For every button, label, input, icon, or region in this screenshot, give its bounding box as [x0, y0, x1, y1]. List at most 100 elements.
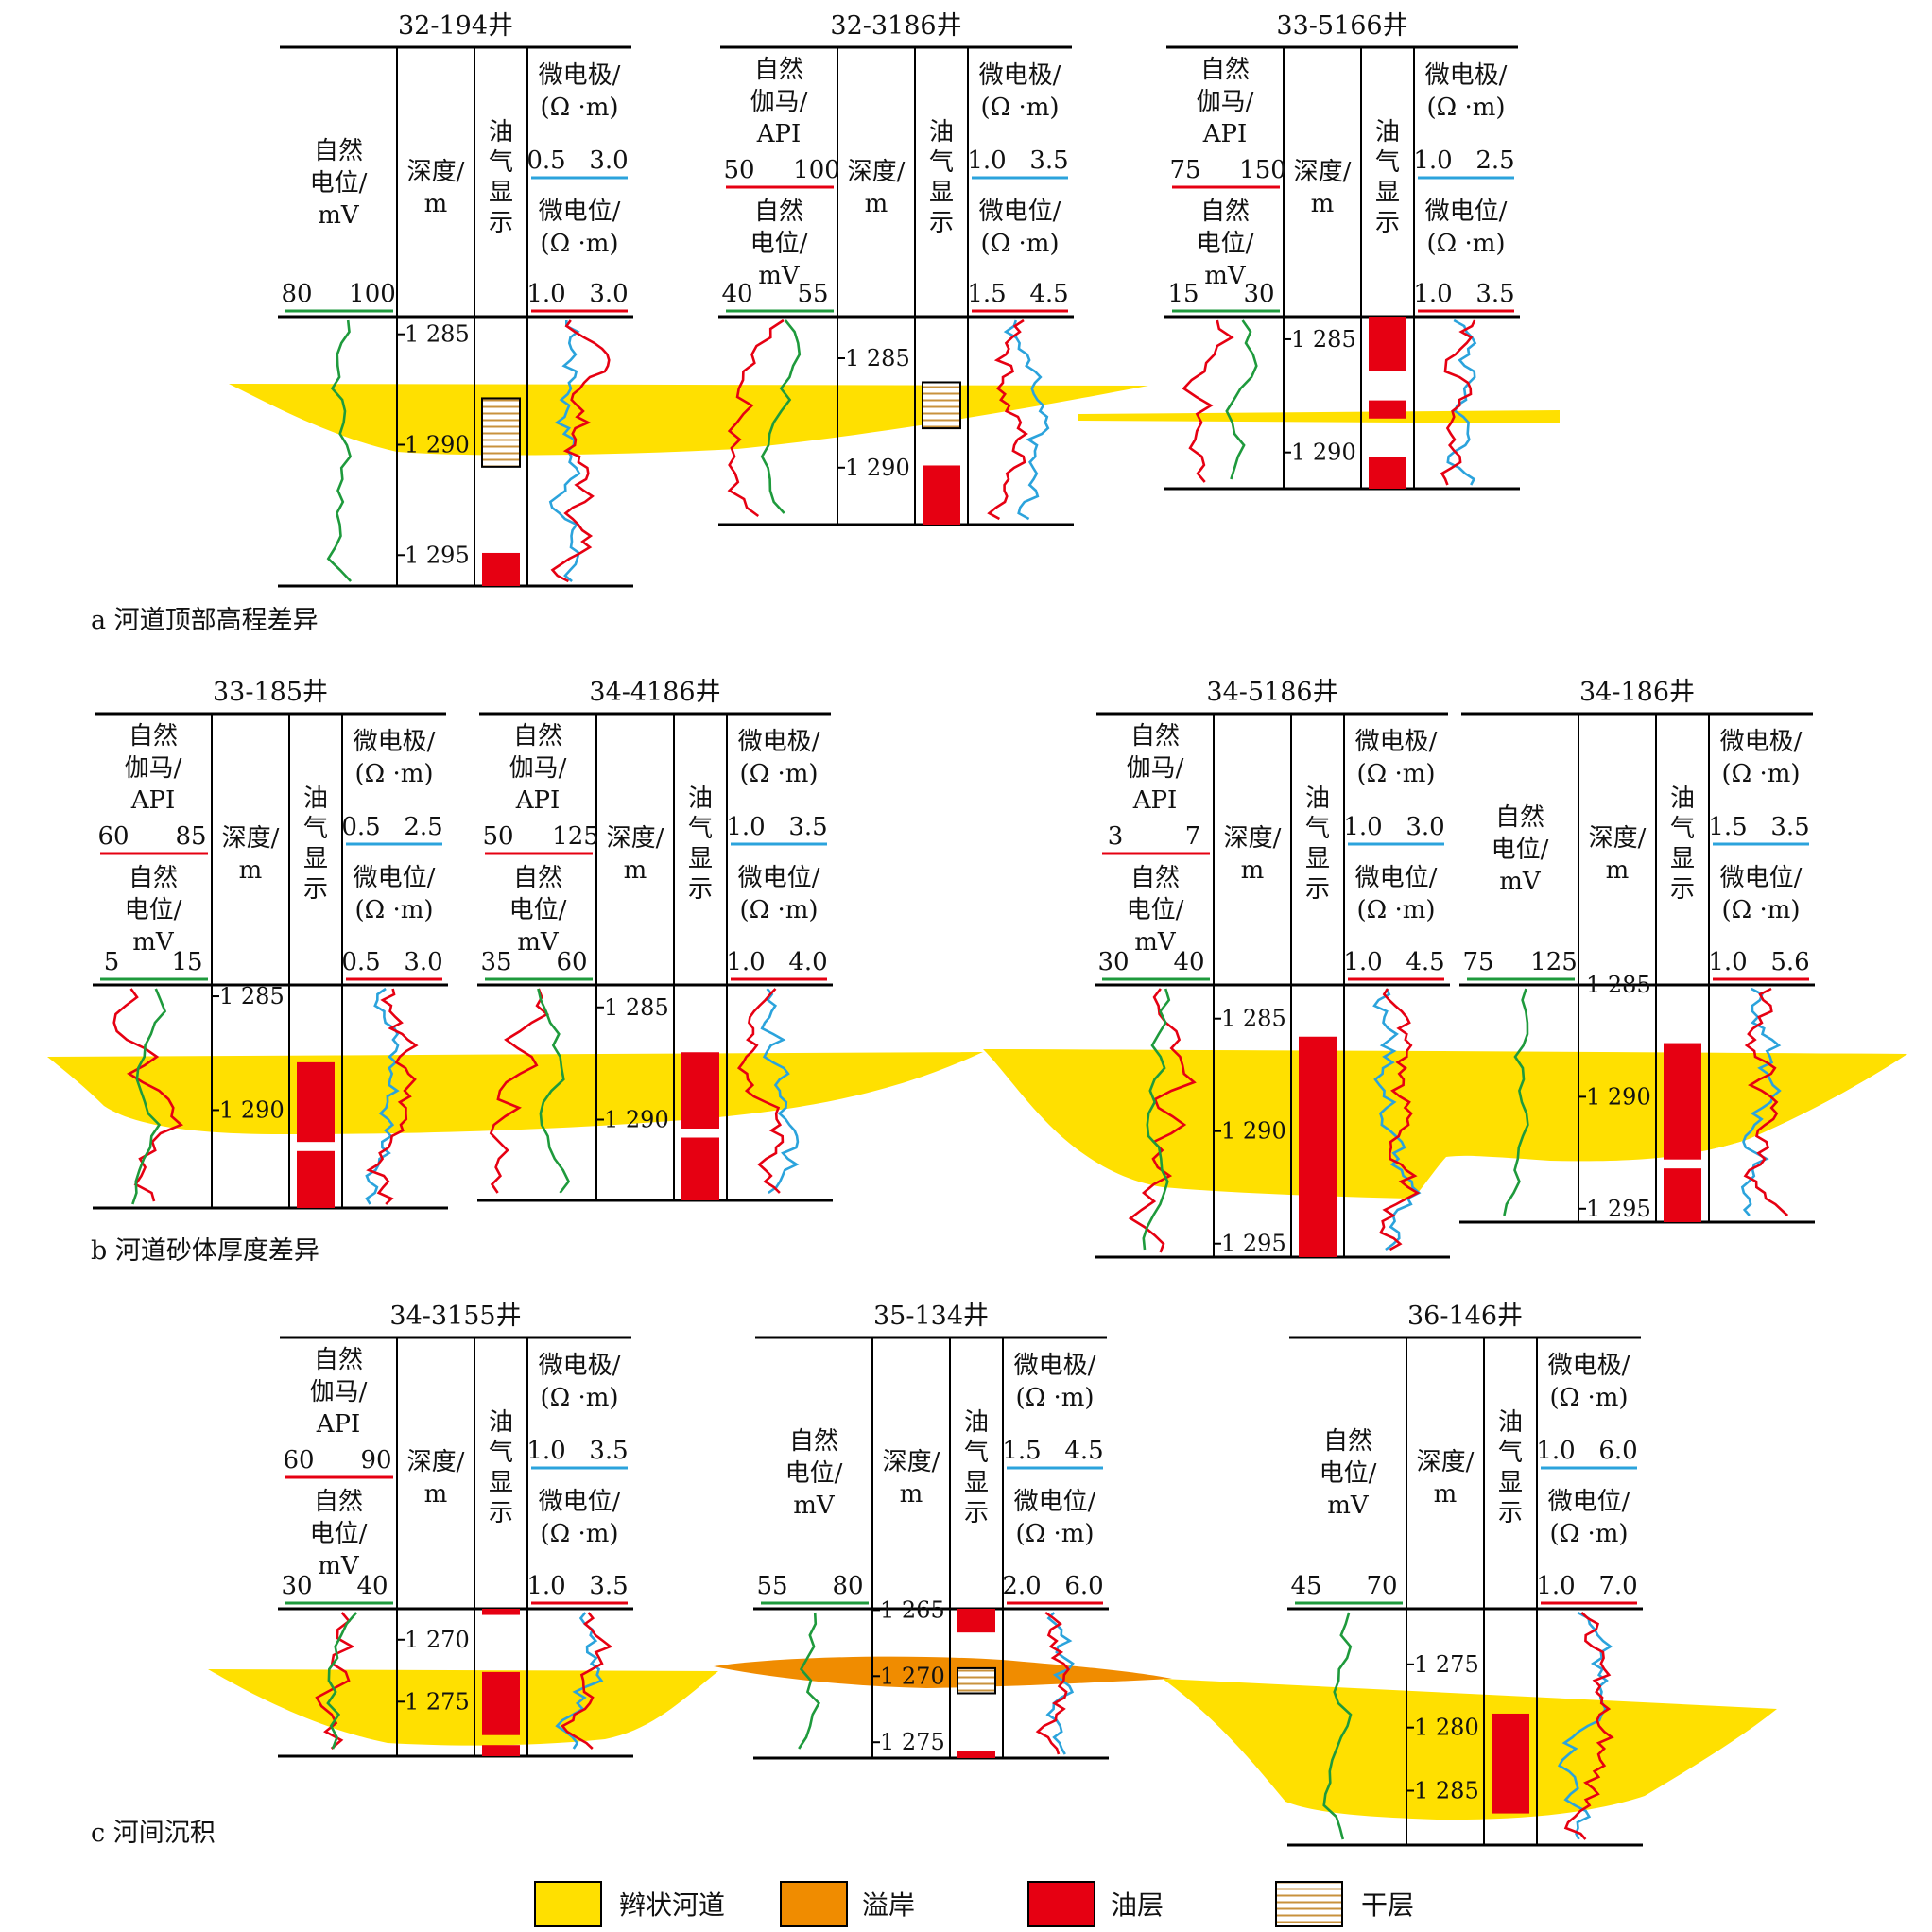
depth-tick-label: 1 280: [1414, 1715, 1479, 1741]
depth-tick-label: 1 290: [1291, 440, 1356, 466]
mlat-scale-min: 1.0: [967, 147, 1006, 175]
microlaterolog-label: 微电极/: [1720, 728, 1803, 756]
microlaterolog-label: (Ω ·m): [1549, 1384, 1628, 1412]
micronormal-label: (Ω ·m): [1549, 1520, 1628, 1548]
mnor-scale-max: 4.5: [1406, 948, 1444, 976]
depth-label: m: [239, 856, 263, 885]
mlat-scale-max: 3.0: [589, 147, 628, 175]
oil-layer-block: [681, 1137, 719, 1200]
microlaterolog-label: 微电极/: [1014, 1352, 1096, 1380]
micronormal-curve: [561, 1612, 613, 1750]
sp-label: 电位/: [1197, 230, 1254, 258]
microlaterolog-label: 微电极/: [1548, 1352, 1630, 1380]
depth-label: m: [424, 190, 448, 218]
sp-curve: [798, 1612, 821, 1750]
depth-tick-label: 1 275: [1414, 1651, 1479, 1678]
micronormal-label: (Ω ·m): [739, 896, 818, 924]
gr-scale-max: 125: [552, 822, 599, 851]
levee-sand-c2: [714, 1656, 1172, 1688]
show-label: 显: [1305, 845, 1330, 873]
gr-scale-min: 50: [482, 822, 513, 851]
mnor-scale-min: 1.0: [1413, 280, 1452, 308]
show-label: 示: [1670, 875, 1695, 904]
legend-swatch-levee: [780, 1881, 848, 1927]
sp-scale-min: 35: [480, 948, 511, 976]
sp-label: 电位/: [1127, 896, 1184, 924]
show-label: 油: [964, 1408, 989, 1437]
show-label: 油: [1375, 118, 1400, 147]
show-label: 显: [688, 845, 713, 873]
mnor-scale-max: 7.0: [1598, 1572, 1637, 1600]
sp-label: mV: [1327, 1492, 1370, 1520]
depth-label: m: [865, 190, 888, 218]
microlaterolog-curve: [555, 1612, 604, 1750]
mlat-scale-min: 1.0: [1413, 147, 1452, 175]
sp-label: 自然: [513, 864, 562, 892]
microlaterolog-curve: [1740, 987, 1782, 1216]
micronormal-label: (Ω ·m): [540, 230, 618, 258]
oil-layer-block: [482, 1609, 520, 1615]
gr-curve: [489, 988, 550, 1194]
show-label: 显: [1375, 179, 1400, 207]
depth-tick-label: 1 295: [1586, 1196, 1651, 1222]
show-label: 显: [489, 1469, 513, 1497]
depth-tick-label: 1 285: [1586, 972, 1651, 998]
sp-label: mV: [132, 928, 175, 957]
microlaterolog-curve: [760, 988, 800, 1195]
gr-scale-max: 85: [175, 822, 206, 851]
show-label: 气: [929, 148, 954, 177]
show-label: 示: [1375, 209, 1400, 237]
oil-layer-block: [923, 465, 960, 525]
micronormal-label: 微电位/: [738, 864, 820, 892]
depth-label: m: [424, 1480, 448, 1509]
sp-label: 自然: [754, 198, 803, 226]
depth-tick-label: 1 285: [604, 994, 669, 1021]
show-label: 气: [303, 815, 328, 843]
gr-label: API: [1132, 786, 1178, 815]
depth-tick-label: 1 285: [1414, 1778, 1479, 1804]
depth-tick-label: 1 285: [1221, 1006, 1286, 1032]
channel-sand-a1: [229, 384, 1148, 456]
micronormal-label: 微电位/: [1425, 198, 1508, 226]
gr-label: API: [515, 786, 561, 815]
gr-curve: [315, 1612, 355, 1750]
sp-label: 自然: [1200, 198, 1250, 226]
sp-curve: [1225, 319, 1258, 480]
mnor-scale-min: 1.0: [526, 1572, 565, 1600]
mlat-scale-min: 1.0: [726, 813, 765, 841]
show-label: 油: [489, 118, 513, 147]
sp-label: 电位/: [125, 896, 182, 924]
depth-label: m: [1241, 856, 1265, 885]
oil-layer-block: [482, 552, 520, 586]
show-label: 油: [1670, 785, 1695, 813]
oil-layer-block: [482, 1745, 520, 1756]
mnor-scale-min: 1.0: [1343, 948, 1382, 976]
micronormal-curve: [1035, 1611, 1071, 1755]
depth-tick-label: 1 270: [880, 1663, 945, 1689]
microlaterolog-label: 微电极/: [354, 728, 436, 756]
microlaterolog-label: (Ω ·m): [354, 760, 433, 788]
depth-label: 深度/: [1294, 158, 1352, 186]
depth-tick-label: 1 285: [219, 983, 285, 1009]
gr-label: 自然: [1130, 722, 1180, 750]
sp-scale-min: 45: [1290, 1572, 1321, 1600]
show-label: 气: [1498, 1439, 1523, 1467]
oil-layer-block: [1369, 317, 1406, 371]
show-label: 显: [489, 179, 513, 207]
depth-label: 深度/: [222, 824, 280, 853]
mnor-scale-max: 6.0: [1064, 1572, 1103, 1600]
micronormal-label: 微电位/: [539, 198, 621, 226]
gr-label: 伽马/: [1197, 88, 1254, 116]
gr-label: 伽马/: [750, 88, 808, 116]
legend: 辫状河道 溢岸 油层 干层: [534, 1881, 1414, 1927]
micronormal-label: 微电位/: [1355, 864, 1438, 892]
mnor-scale-max: 3.0: [404, 948, 442, 976]
microlaterolog-label: 微电极/: [539, 1352, 621, 1380]
mnor-scale-min: 1.0: [526, 280, 565, 308]
sp-scale-min: 40: [721, 280, 752, 308]
gr-scale-max: 150: [1239, 156, 1286, 184]
